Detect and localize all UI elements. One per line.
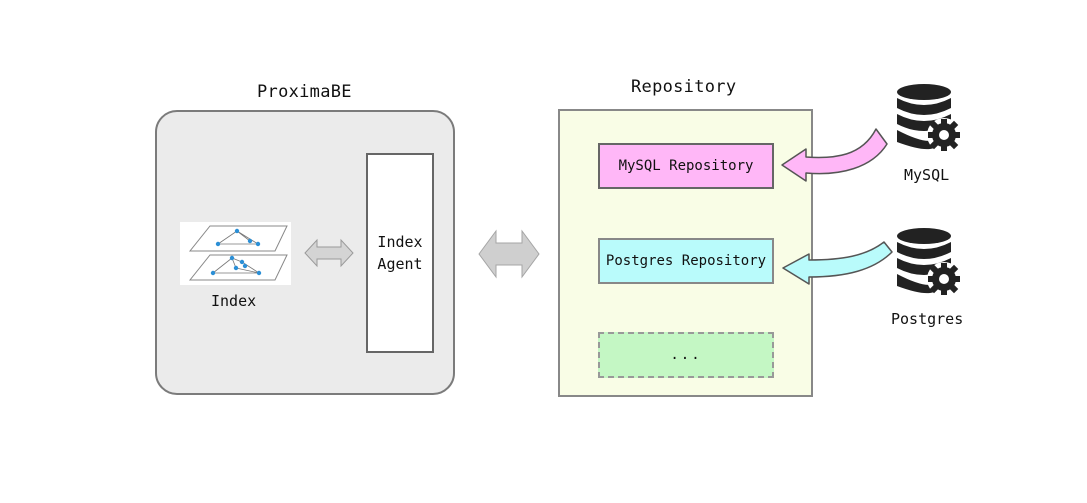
repository-title: Repository bbox=[631, 77, 737, 97]
more-repositories-box: ... bbox=[598, 332, 774, 378]
postgres-flow-arrow bbox=[782, 241, 893, 285]
postgres-database-gear-icon bbox=[897, 228, 961, 296]
postgres-repository-box: Postgres Repository bbox=[598, 238, 774, 284]
proxima-repository-double-arrow bbox=[478, 229, 540, 279]
index-agent-label-line1: Index bbox=[377, 233, 423, 251]
mysql-flow-arrow bbox=[781, 128, 888, 182]
index-agent-double-arrow bbox=[304, 238, 354, 268]
mysql-label: MySQL bbox=[904, 166, 950, 184]
mysql-repository-box: MySQL Repository bbox=[598, 143, 774, 189]
proxima-title: ProximaBE bbox=[257, 82, 352, 102]
index-agent-label-line2: Agent bbox=[377, 255, 423, 273]
index-graph-icon bbox=[180, 222, 291, 285]
mysql-database-gear-icon bbox=[897, 84, 961, 152]
postgres-label: Postgres bbox=[891, 310, 964, 328]
index-label: Index bbox=[211, 292, 257, 310]
index-agent-box: Index Agent bbox=[366, 153, 434, 353]
